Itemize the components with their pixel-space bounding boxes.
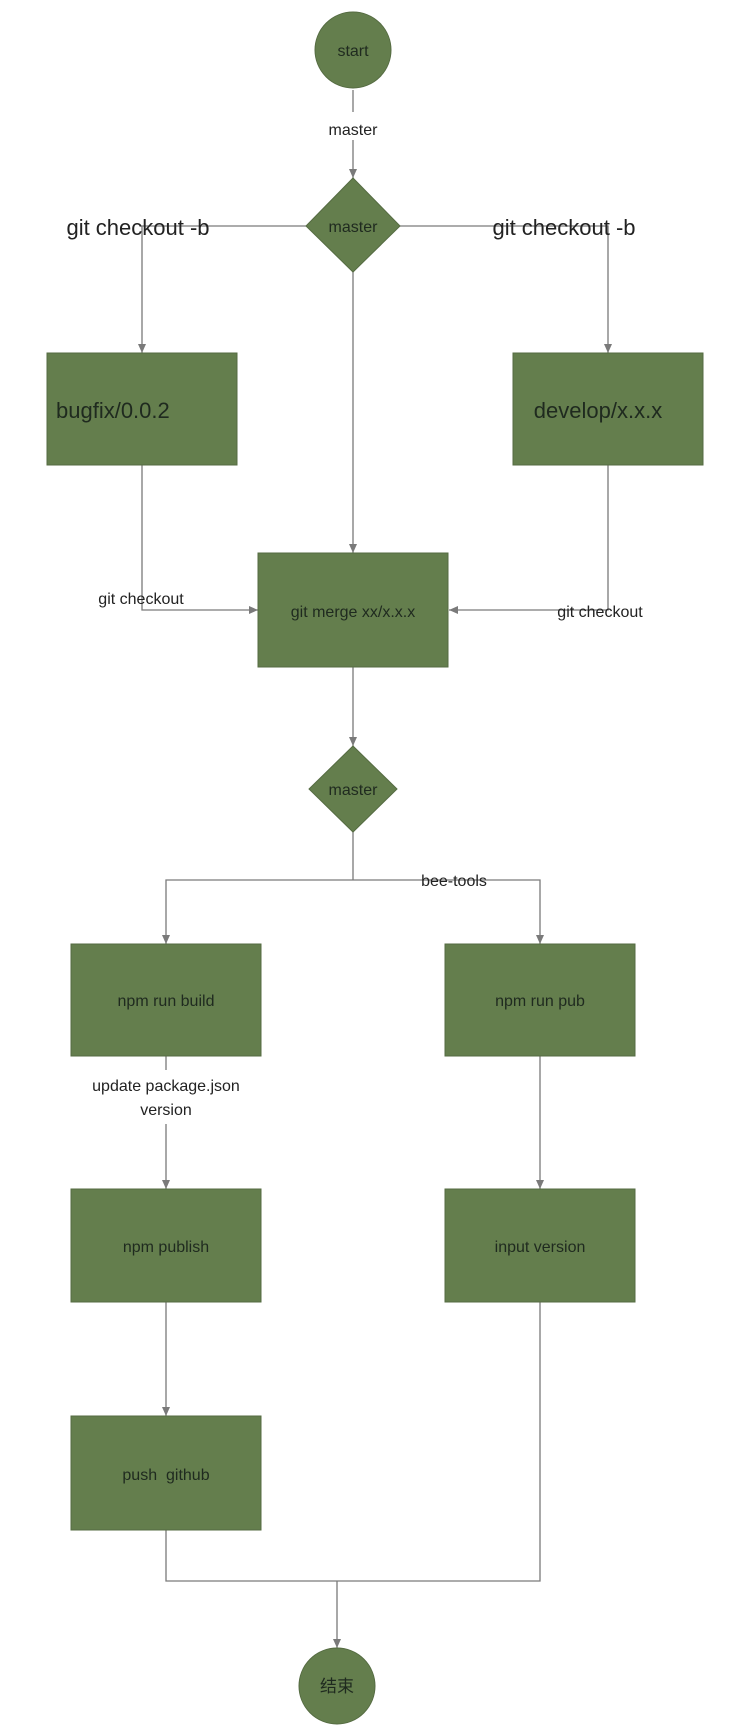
node-push-github: push github bbox=[70, 1415, 262, 1531]
end-circle bbox=[298, 1647, 376, 1725]
npm-publish-label: npm publish bbox=[123, 1239, 209, 1256]
npm-pub-box bbox=[444, 943, 636, 1057]
bugfix-label: bugfix/0.0.2 bbox=[56, 398, 170, 423]
node-master-mid: master bbox=[308, 745, 398, 833]
node-bugfix: bugfix/0.0.2 bbox=[46, 352, 238, 466]
master-mid-label: master bbox=[329, 782, 379, 799]
node-npm-pub: npm run pub bbox=[444, 943, 636, 1057]
edge-label-checkout-left: git checkout -b bbox=[66, 215, 209, 240]
npm-pub-label: npm run pub bbox=[495, 993, 585, 1010]
edge-labels: master git checkout -b git checkout -b g… bbox=[66, 122, 643, 1119]
npm-build-label: npm run build bbox=[118, 993, 215, 1010]
node-npm-publish: npm publish bbox=[70, 1188, 262, 1303]
connectors bbox=[138, 90, 612, 1648]
start-circle bbox=[314, 11, 392, 89]
edge-label-bugfix-merge: git checkout bbox=[98, 591, 184, 608]
node-start: start bbox=[314, 11, 392, 89]
master-top-label: master bbox=[329, 219, 379, 236]
input-version-label: input version bbox=[495, 1239, 586, 1256]
edge-master-bugfix bbox=[138, 225, 306, 353]
master-top-diamond bbox=[305, 177, 401, 273]
node-merge: git merge xx/x.x.x bbox=[257, 552, 449, 668]
edge-label-checkout-right: git checkout -b bbox=[492, 215, 635, 240]
push-github-label: push github bbox=[122, 1467, 209, 1484]
node-master-top: master bbox=[305, 177, 401, 273]
push-github-box bbox=[70, 1415, 262, 1531]
merge-box bbox=[257, 552, 449, 668]
edge-label-update-package-2: version bbox=[140, 1102, 192, 1119]
edge-master-develop bbox=[400, 225, 612, 353]
edge-push-join bbox=[165, 1530, 337, 1582]
develop-box bbox=[512, 352, 704, 466]
edge-split-right bbox=[353, 879, 544, 944]
edge-label-update-package-1: update package.json bbox=[92, 1078, 240, 1095]
merge-label: git merge xx/x.x.x bbox=[291, 604, 415, 621]
npm-build-box bbox=[70, 943, 262, 1057]
develop-label: develop/x.x.x bbox=[534, 398, 662, 423]
edge-label-develop-merge: git checkout bbox=[557, 604, 643, 621]
bugfix-box bbox=[46, 352, 238, 466]
edge-split-left bbox=[162, 879, 353, 944]
node-input-version: input version bbox=[444, 1188, 636, 1303]
node-end: 结束 bbox=[298, 1647, 376, 1725]
node-npm-build: npm run build bbox=[70, 943, 262, 1057]
edge-input-join bbox=[337, 1302, 541, 1582]
master-mid-diamond bbox=[308, 745, 398, 833]
edge-label-bee-tools: bee-tools bbox=[421, 873, 487, 890]
edge-label-start-master: master bbox=[329, 122, 379, 139]
end-label: 结束 bbox=[320, 1677, 354, 1696]
node-develop: develop/x.x.x bbox=[512, 352, 704, 466]
edge-develop-merge bbox=[449, 465, 609, 614]
input-version-box bbox=[444, 1188, 636, 1303]
start-label: start bbox=[337, 43, 369, 60]
npm-publish-box bbox=[70, 1188, 262, 1303]
edge-bugfix-merge bbox=[141, 465, 258, 614]
